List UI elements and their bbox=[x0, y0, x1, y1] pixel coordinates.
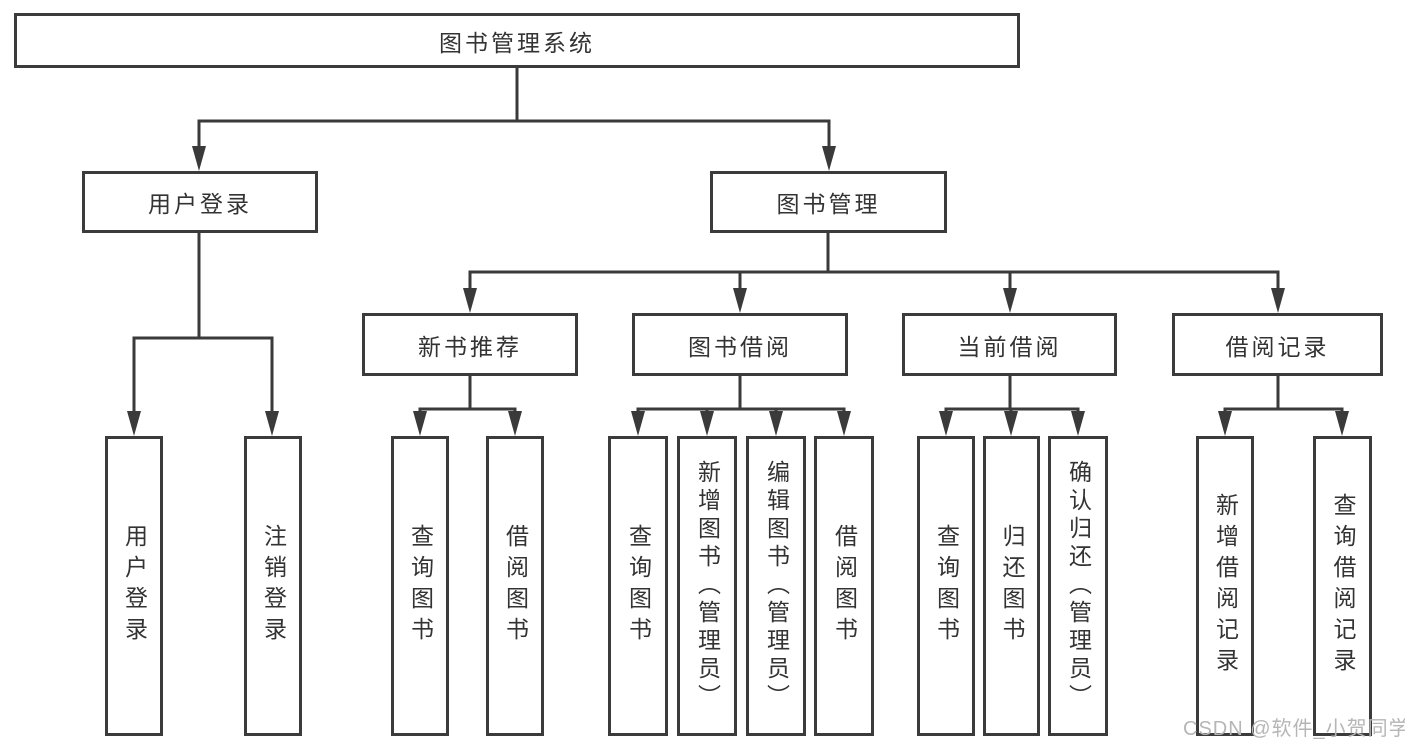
arrowheads bbox=[127, 146, 1349, 436]
node-current-borrowing: 当前借阅 bbox=[902, 313, 1117, 376]
leaf-add-borrow-record-label: 新增借阅记录 bbox=[1212, 493, 1239, 679]
watermark-text: CSDN @软件_小贺同学 bbox=[1183, 718, 1405, 740]
node-borrowing-records: 借阅记录 bbox=[1172, 313, 1383, 376]
node-current-borrowing-label: 当前借阅 bbox=[957, 333, 1062, 360]
node-book-borrowing-label: 图书借阅 bbox=[688, 333, 792, 360]
node-user-login-branch-label: 用户登录 bbox=[148, 191, 252, 217]
node-library-system: 图书管理系统 bbox=[14, 13, 1020, 68]
leaf-query-borrow-record: 查询借阅记录 bbox=[1313, 436, 1372, 736]
leaf-edit-book-admin-label: 编辑图书（管理员） bbox=[763, 460, 790, 712]
leaf-query-books-recommend-label: 查询图书 bbox=[407, 524, 434, 648]
leaf-return-books: 归还图书 bbox=[983, 436, 1040, 736]
leaf-return-books-label: 归还图书 bbox=[999, 524, 1025, 648]
leaf-borrow-books-recommend-label: 借阅图书 bbox=[502, 524, 529, 648]
leaf-borrow-books-borrowing-label: 借阅图书 bbox=[831, 524, 858, 648]
node-book-management-label: 图书管理 bbox=[776, 191, 881, 217]
node-new-book-recommend-label: 新书推荐 bbox=[418, 333, 522, 360]
node-new-book-recommend: 新书推荐 bbox=[362, 313, 578, 376]
leaf-user-login-label: 用户登录 bbox=[121, 524, 148, 648]
leaf-add-book-admin-label: 新增图书（管理员） bbox=[694, 460, 721, 712]
leaf-confirm-return-admin: 确认归还（管理员） bbox=[1048, 436, 1108, 736]
node-book-borrowing: 图书借阅 bbox=[632, 313, 848, 376]
leaf-borrow-books-recommend: 借阅图书 bbox=[486, 436, 544, 736]
leaf-logout-label: 注销登录 bbox=[260, 524, 287, 648]
leaf-add-book-admin: 新增图书（管理员） bbox=[677, 436, 737, 736]
leaf-borrow-books-borrowing: 借阅图书 bbox=[814, 436, 874, 736]
leaf-query-books-current: 查询图书 bbox=[917, 436, 975, 736]
node-borrowing-records-label: 借阅记录 bbox=[1225, 333, 1330, 360]
node-library-system-label: 图书管理系统 bbox=[439, 29, 595, 56]
leaf-confirm-return-admin-label: 确认归还（管理员） bbox=[1065, 460, 1092, 712]
node-user-login-branch: 用户登录 bbox=[82, 171, 318, 233]
watermark: CSDN @软件_小贺同学 bbox=[1183, 712, 1405, 741]
leaf-user-login: 用户登录 bbox=[105, 436, 163, 736]
node-book-management: 图书管理 bbox=[710, 171, 947, 233]
leaf-add-borrow-record: 新增借阅记录 bbox=[1196, 436, 1254, 736]
leaf-query-books-borrowing: 查询图书 bbox=[608, 436, 668, 736]
leaf-logout: 注销登录 bbox=[244, 436, 302, 736]
leaf-query-books-recommend: 查询图书 bbox=[391, 436, 449, 736]
leaf-query-books-current-label: 查询图书 bbox=[933, 524, 960, 648]
leaf-edit-book-admin: 编辑图书（管理员） bbox=[746, 436, 806, 736]
leaf-query-books-borrowing-label: 查询图书 bbox=[625, 524, 652, 648]
leaf-query-borrow-record-label: 查询借阅记录 bbox=[1330, 493, 1356, 679]
